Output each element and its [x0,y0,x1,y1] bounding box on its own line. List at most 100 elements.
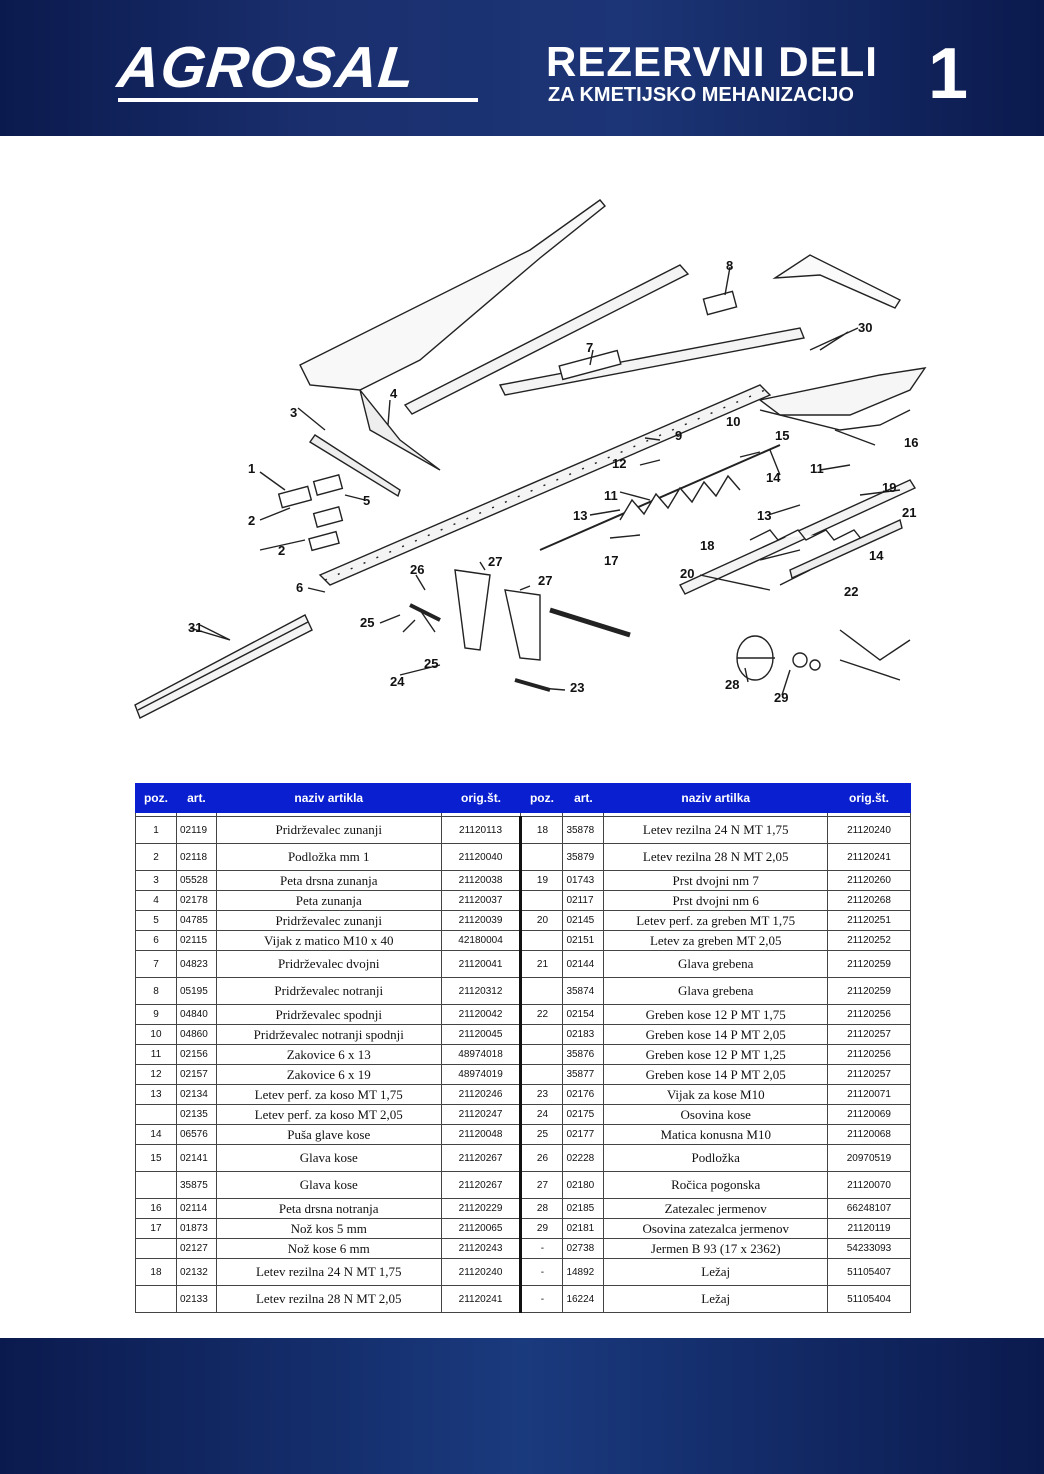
diagram-label: 10 [726,414,740,429]
cell-poz [519,977,564,1005]
cell-art: 02127 [175,1238,217,1259]
agrosal-logo: AGROSAL [114,35,419,100]
cell-art: 02115 [175,930,217,951]
cell-art: 04785 [175,910,217,931]
cell-orig: 21120267 [440,1144,522,1172]
cell-name: Letev za greben MT 2,05 [603,930,829,951]
cell-orig: 21120039 [440,910,522,931]
cell-orig: 21120260 [827,870,911,891]
diagram-label: 30 [858,320,872,335]
cell-art: 35876 [562,1044,605,1065]
cell-poz: 14 [135,1124,177,1145]
cell-name: Vijak za kose M10 [603,1084,829,1105]
cell-orig: 21120070 [827,1171,911,1199]
diagram-label: 23 [570,680,584,695]
cell-name: Pridrževalec notranji spodnji [215,1024,442,1045]
diagram-label: 3 [290,405,297,420]
cell-art: 02144 [562,950,605,978]
cell-poz: 26 [519,1144,564,1172]
cell-art: 35878 [562,816,605,844]
cell-art: 04823 [175,950,217,978]
cell-orig: 21120259 [827,950,911,978]
diagram-label: 20 [680,566,694,581]
diagram-label: 2 [278,543,285,558]
cell-poz: 24 [519,1104,564,1125]
exploded-parts-diagram: 1 2 2 3 4 5 6 7 8 9 10 11 11 12 13 13 14… [120,190,940,730]
col-header: art. [175,783,217,813]
diagram-label: 13 [573,508,587,523]
cell-art: 02175 [562,1104,605,1125]
cell-poz: - [519,1285,564,1313]
cell-poz: 23 [519,1084,564,1105]
cell-art: 02177 [562,1124,605,1145]
cell-name: Osovina kose [603,1104,829,1125]
cell-art: 02119 [175,816,217,844]
cell-orig: 21120251 [827,910,911,931]
diagram-label: 21 [902,505,916,520]
cell-name: Pridrževalec notranji [215,977,442,1005]
cell-art: 35877 [562,1064,605,1085]
cell-orig: 21120267 [440,1171,522,1199]
diagram-label: 8 [726,258,733,273]
page-footer [0,1338,1044,1474]
cell-orig: 21120119 [827,1218,911,1239]
cell-orig: 21120041 [440,950,522,978]
cell-poz: 25 [519,1124,564,1145]
cell-poz: 29 [519,1218,564,1239]
cell-art: 02156 [175,1044,217,1065]
cell-art: 04840 [175,1004,217,1025]
cell-poz [519,1044,564,1065]
cell-name: Ročica pogonska [603,1171,829,1199]
page-subtitle: ZA KMETIJSKO MEHANIZACIJO [548,84,854,106]
cell-art: 16224 [562,1285,605,1313]
diagram-label: 29 [774,690,788,705]
cell-orig: 21120113 [440,816,522,844]
cell-poz: 1 [135,816,177,844]
cell-poz [135,1285,177,1313]
diagram-label: 14 [766,470,781,485]
cell-poz: 18 [519,816,564,844]
cell-orig: 51105404 [827,1285,911,1313]
cell-name: Greben kose 14 P MT 2,05 [603,1024,829,1045]
cell-poz [519,890,564,911]
cell-art: 02135 [175,1104,217,1125]
diagram-label: 28 [725,677,739,692]
cell-poz: 12 [135,1064,177,1085]
cell-art: 02118 [175,843,217,871]
cell-art: 02180 [562,1171,605,1199]
cell-orig: 21120240 [827,816,911,844]
diagram-label: 13 [757,508,771,523]
cell-orig: 51105407 [827,1258,911,1286]
diagram-label: 19 [882,480,896,495]
cell-orig: 20970519 [827,1144,911,1172]
cell-art: 02178 [175,890,217,911]
parts-drawing: 1 2 2 3 4 5 6 7 8 9 10 11 11 12 13 13 14… [134,199,927,719]
cell-name: Puša glave kose [215,1124,442,1145]
cell-name: Nož kos 5 mm [215,1218,442,1239]
cell-art: 04860 [175,1024,217,1045]
cell-poz [135,1238,177,1259]
cell-name: Nož kose 6 mm [215,1238,442,1259]
col-header: poz. [520,783,564,813]
cell-orig: 21120045 [440,1024,522,1045]
cell-art: 02145 [562,910,605,931]
cell-orig: 21120246 [440,1084,522,1105]
cell-art: 02185 [562,1198,605,1219]
cell-name: Glava grebena [603,977,829,1005]
cell-art: 02228 [562,1144,605,1172]
cell-name: Letev rezilna 28 N MT 2,05 [215,1285,442,1313]
cell-orig: 21120241 [440,1285,522,1313]
cell-orig: 21120257 [827,1024,911,1045]
cell-poz: 13 [135,1084,177,1105]
diagram-label: 25 [360,615,374,630]
